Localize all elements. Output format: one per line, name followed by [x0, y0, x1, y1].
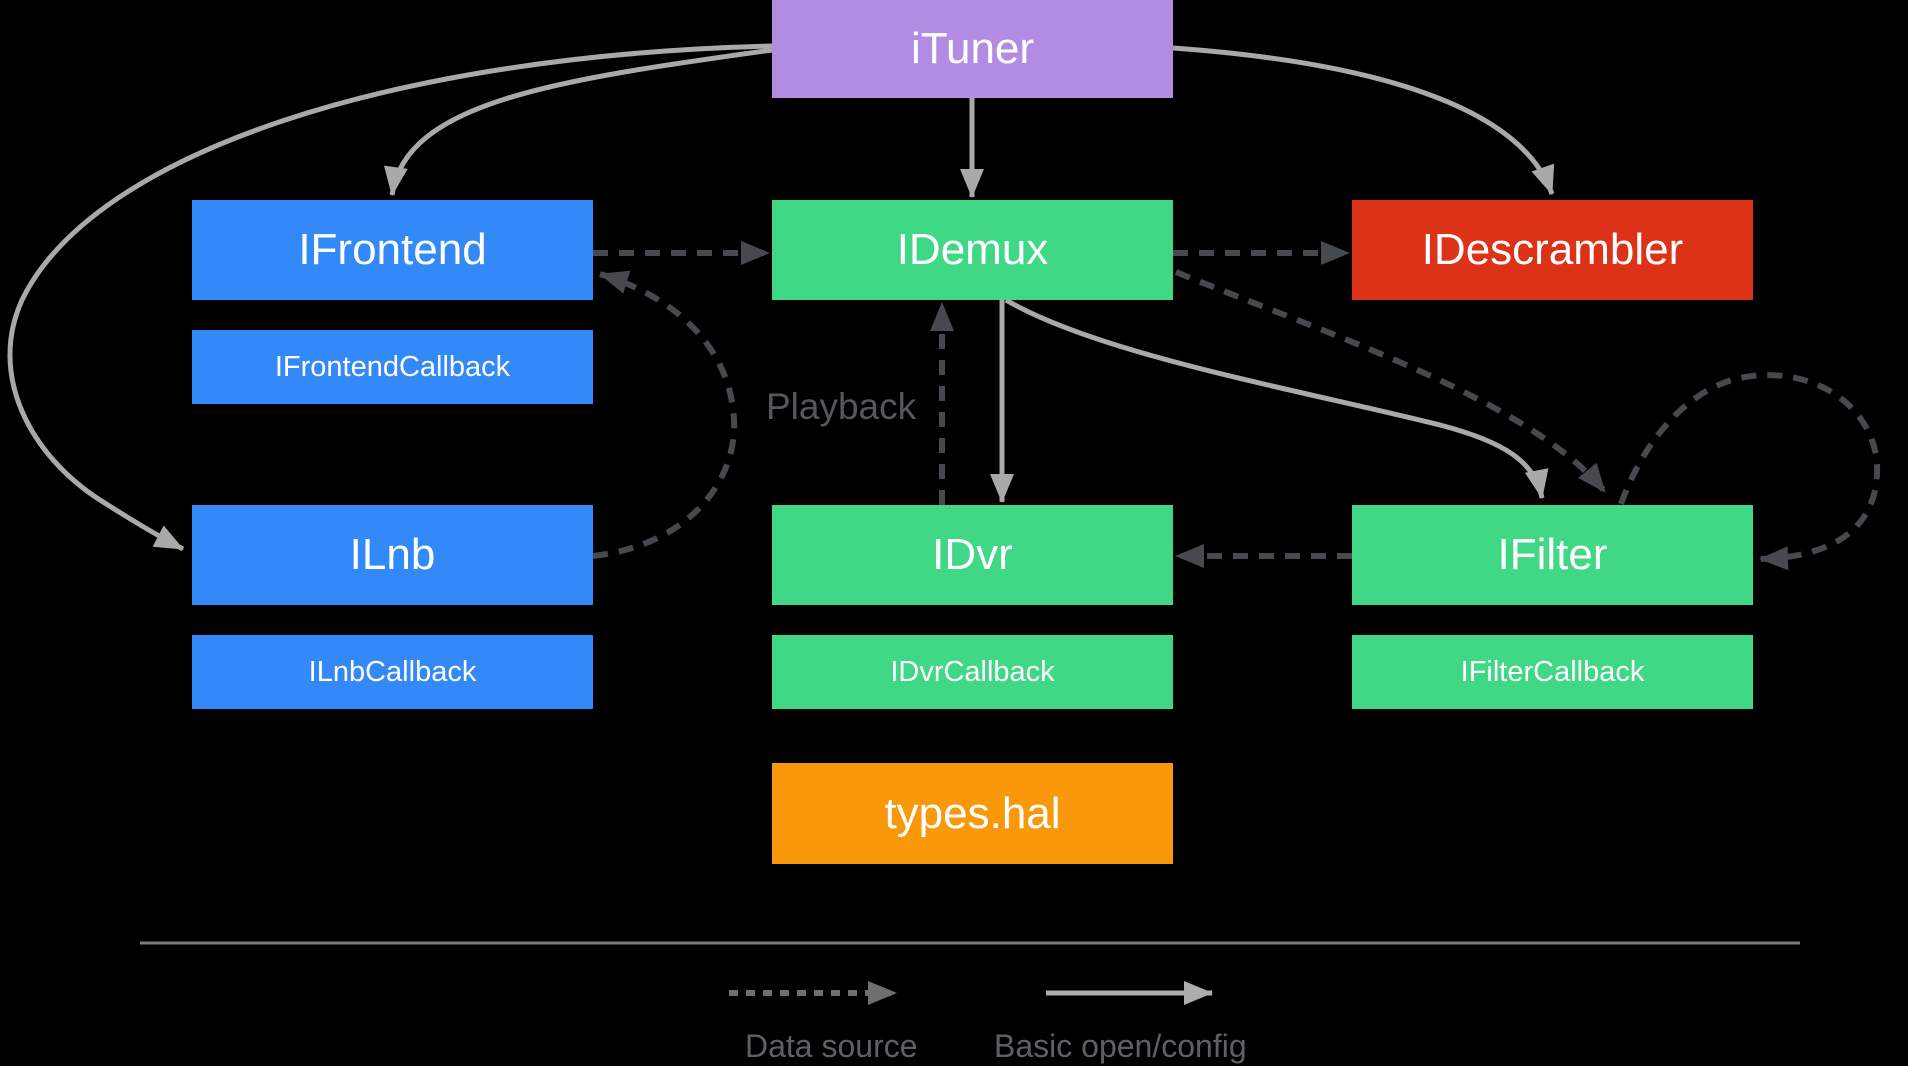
node-idvr: IDvr [772, 505, 1173, 605]
edge-ilnb-ifrontend [592, 270, 738, 559]
edge-ituner-ilnb [7, 43, 773, 552]
legend-basic-open-config-label: Basic open/config [994, 1028, 1247, 1064]
node-idvr-callback: IDvrCallback [772, 635, 1173, 709]
node-ifrontend: IFrontend [192, 200, 593, 300]
node-ilnb-callback: ILnbCallback [192, 635, 593, 709]
node-idescrambler-label: IDescrambler [1421, 225, 1684, 274]
node-ifrontend-callback-label: IFrontendCallback [274, 350, 511, 383]
edge-ituner-ifrontend [384, 47, 773, 196]
node-ituner: iTuner [772, 0, 1173, 98]
node-idescrambler: IDescrambler [1352, 200, 1753, 300]
edge-ituner-idescrambler [1172, 45, 1555, 195]
node-types-hal-label: types.hal [884, 788, 1061, 838]
node-idemux: IDemux [772, 200, 1173, 300]
edge-idemux-ifilter [1004, 297, 1549, 499]
node-ifrontend-label: IFrontend [298, 225, 487, 274]
node-idvr-label: IDvr [932, 530, 1013, 579]
node-ilnb: ILnb [192, 505, 593, 605]
node-ifilter-callback: IFilterCallback [1352, 635, 1753, 709]
node-ifilter: IFilter [1352, 505, 1753, 605]
node-ilnb-callback-label: ILnbCallback [308, 655, 477, 688]
node-idemux-label: IDemux [896, 225, 1049, 274]
legend-data-source-label: Data source [745, 1028, 918, 1064]
edge-idemux-ifilter-dashed [1174, 269, 1608, 494]
playback-annotation: Playback [766, 386, 917, 427]
node-ifilter-callback-label: IFilterCallback [1460, 655, 1645, 688]
node-ifilter-label: IFilter [1497, 530, 1608, 579]
node-ituner-label: iTuner [910, 24, 1035, 73]
node-idvr-callback-label: IDvrCallback [890, 655, 1055, 688]
node-types-hal: types.hal [772, 763, 1173, 864]
node-ilnb-label: ILnb [349, 530, 436, 579]
node-ifrontend-callback: IFrontendCallback [192, 330, 593, 404]
